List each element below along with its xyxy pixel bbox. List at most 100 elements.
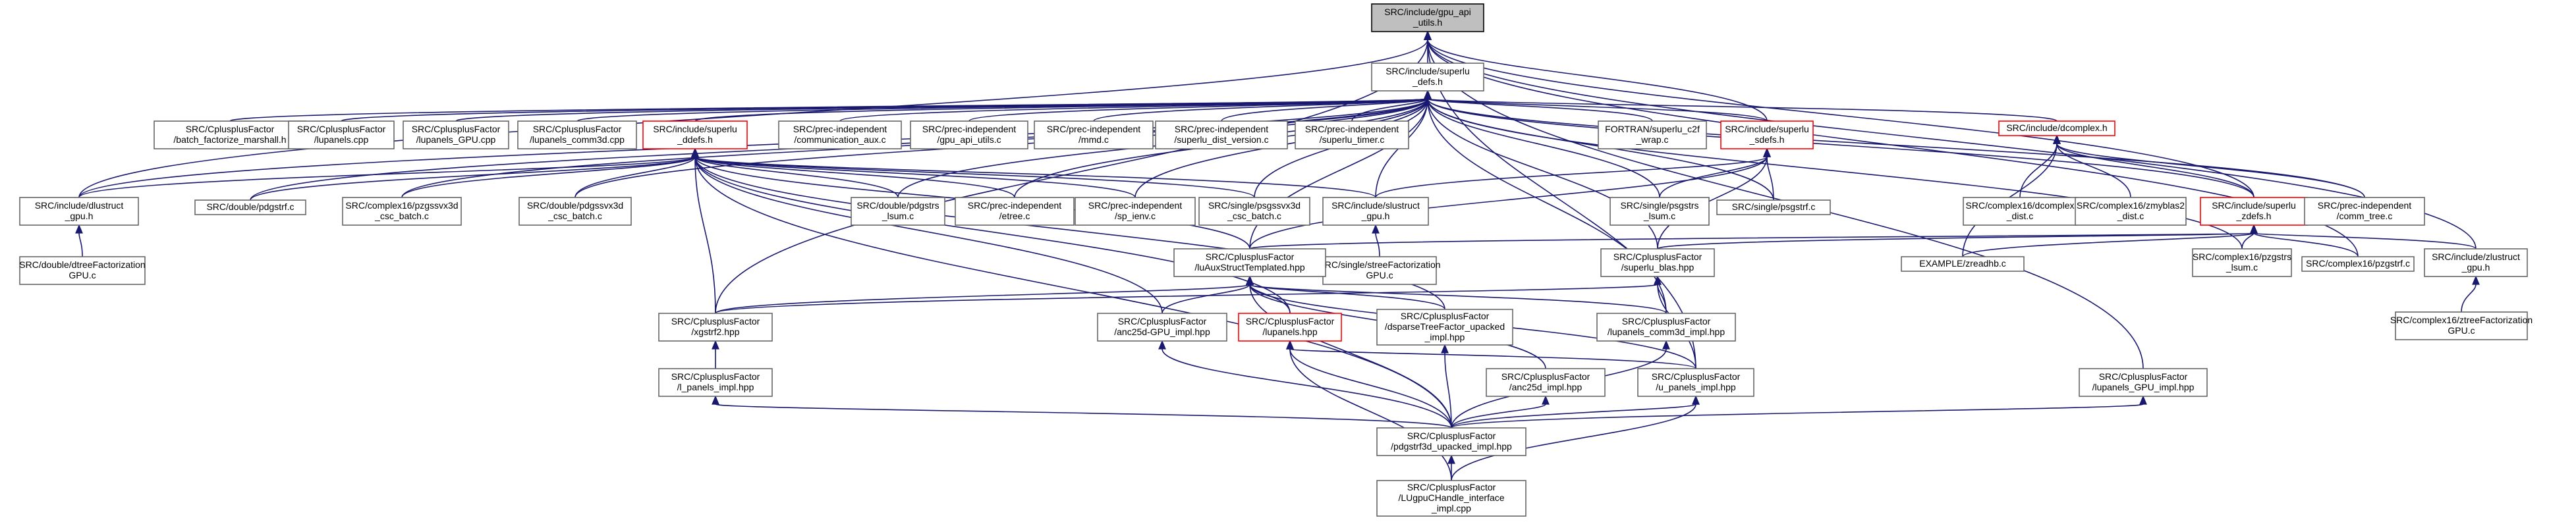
file-node-lupanels-hpp[interactable]: SRC/CplusplusFactor/lupanels.hpp xyxy=(1238,313,1342,342)
file-node-anc25d-impl[interactable]: SRC/CplusplusFactor/anc25d_impl.hpp xyxy=(1486,368,1606,397)
node-label-line: /lupanels_GPU_impl.hpp xyxy=(2092,382,2195,392)
file-nodes: SRC/include/gpu_api_utils.hSRC/include/s… xyxy=(19,3,2533,517)
file-node-pdgstrf-c[interactable]: SRC/double/pdgstrf.c xyxy=(194,199,306,215)
dependency-edge xyxy=(715,275,1254,314)
edge-line xyxy=(1427,98,1660,198)
dependency-edge xyxy=(75,224,83,257)
file-node-lupanels-cpp[interactable]: SRC/CplusplusFactor/lupanels.cpp xyxy=(288,120,395,149)
file-node-l-panels-impl[interactable]: SRC/CplusplusFactor/l_panels_impl.hpp xyxy=(658,368,773,397)
file-node-superlu-ddefs[interactable]: SRC/include/superlu_ddefs.h xyxy=(642,120,748,149)
node-box xyxy=(1998,120,2115,136)
file-node-lupanels-comm3d-impl[interactable]: SRC/CplusplusFactor/lupanels_comm3d_impl… xyxy=(1596,313,1736,342)
node-box xyxy=(518,197,632,226)
file-node-superlu-zdefs[interactable]: SRC/include/superlu_zdefs.h xyxy=(2200,197,2308,226)
file-node-lupanels-gpu-impl[interactable]: SRC/CplusplusFactor/lupanels_GPU_impl.hp… xyxy=(2079,368,2208,397)
dependency-edge xyxy=(1372,224,1380,257)
node-label-line: SRC/double/pdgstrf.c xyxy=(206,201,294,212)
file-node-pzgstrs-lsum[interactable]: SRC/complex16/pzgstrs_lsum.c xyxy=(2192,248,2292,277)
file-node-slustruct-gpu[interactable]: SRC/include/slustruct_gpu.h xyxy=(1322,197,1429,226)
edge-line xyxy=(1427,98,2254,198)
file-node-psgstrf-c[interactable]: SRC/single/psgstrf.c xyxy=(1716,199,1831,215)
file-node-superlu-blas[interactable]: SRC/CplusplusFactor/superlu_blas.hpp xyxy=(1600,248,1715,277)
file-node-sp-ienv[interactable]: SRC/prec-independent/sp_ienv.c xyxy=(1075,197,1196,226)
file-node-dsparse-tree[interactable]: SRC/CplusplusFactor/dsparseTreeFactor_up… xyxy=(1376,309,1513,346)
node-label-line: _lsum.c xyxy=(2226,262,2258,273)
file-node-dlustruct-gpu[interactable]: SRC/include/dlustruct_gpu.h xyxy=(19,197,139,226)
file-node-lupanels-comm3d-cpp[interactable]: SRC/CplusplusFactor/lupanels_comm3d.cpp xyxy=(517,120,637,149)
edge-line xyxy=(715,284,1250,314)
file-node-luauxstruct[interactable]: SRC/CplusplusFactor/luAuxStructTemplated… xyxy=(1173,248,1326,277)
edge-line xyxy=(1962,232,2254,257)
node-box xyxy=(1637,368,1754,397)
file-node-xgstrf2[interactable]: SRC/CplusplusFactor/xgstrf2.hpp xyxy=(658,313,773,342)
edge-line xyxy=(1351,98,1428,122)
edge-line xyxy=(694,156,1136,198)
file-node-gpu-api-utils-c[interactable]: SRC/prec-independent/gpu_api_utils.c xyxy=(910,120,1028,149)
edge-line xyxy=(715,404,1452,429)
node-box xyxy=(2395,311,2528,340)
node-label-line: SRC/include/superlu xyxy=(2212,200,2296,211)
file-node-pdgstrs-lsum[interactable]: SRC/double/pdgstrs_lsum.c xyxy=(851,197,945,226)
node-label-line: /batch_factorize_marshall.h xyxy=(173,134,286,145)
file-node-superlu-timer[interactable]: SRC/prec-independent/superlu_timer.c xyxy=(1295,120,1409,149)
edge-line xyxy=(694,156,1163,314)
edge-line xyxy=(341,98,1428,122)
file-node-comm-tree[interactable]: SRC/prec-independent/comm_tree.c xyxy=(2304,197,2425,226)
file-node-communication-aux[interactable]: SRC/prec-independent/communication_aux.c xyxy=(778,120,902,149)
file-node-anc25d-gpu[interactable]: SRC/CplusplusFactor/anc25d-GPU_impl.hpp xyxy=(1097,313,1227,342)
node-box xyxy=(1097,313,1227,342)
file-node-psgstrs-lsum[interactable]: SRC/single/psgstrs_lsum.c xyxy=(1610,197,1710,226)
edge-line xyxy=(694,156,1015,198)
file-node-example-zreadhb[interactable]: EXAMPLE/zreadhb.c xyxy=(1901,256,2025,272)
dependency-edge xyxy=(2053,134,2254,198)
file-node-superlu-dist-version[interactable]: SRC/prec-independent/superlu_dist_versio… xyxy=(1155,120,1288,149)
node-label-line: SRC/single/psgstrs xyxy=(1620,200,1698,211)
file-node-root[interactable]: SRC/include/gpu_api_utils.h xyxy=(1371,3,1484,32)
file-node-pdgstrf3d-upacked[interactable]: SRC/CplusplusFactor/pdgstrf3d_upacked_im… xyxy=(1376,427,1526,456)
node-box xyxy=(778,120,902,149)
node-box xyxy=(1963,197,2077,226)
node-label-line: /dsparseTreeFactor_upacked xyxy=(1385,321,1505,332)
node-label-line: SRC/include/dcomplex.h xyxy=(2006,122,2107,133)
file-node-u-panels-impl[interactable]: SRC/CplusplusFactor/u_panels_impl.hpp xyxy=(1637,368,1754,397)
file-node-superlu-sdefs[interactable]: SRC/include/superlu_sdefs.h xyxy=(1720,120,1814,149)
node-label-line: /comm_tree.c xyxy=(2337,211,2393,221)
file-node-pzdcomplex[interactable]: SRC/complex16/dcomplex_dist.c xyxy=(1963,197,2077,226)
node-box xyxy=(2079,368,2208,397)
node-label-line: SRC/prec-independent xyxy=(922,124,1017,134)
file-node-pdgssvx3d[interactable]: SRC/double/pdgssvx3d_csc_batch.c xyxy=(518,197,632,226)
node-label-line: GPU.c xyxy=(69,270,96,280)
file-node-etree-c[interactable]: SRC/prec-independent/etree.c xyxy=(955,197,1075,226)
file-node-lugpu-handle[interactable]: SRC/CplusplusFactor/LUgpuCHandle_interfa… xyxy=(1376,480,1526,517)
edge-line xyxy=(1451,404,1546,429)
file-node-superlu-defs[interactable]: SRC/include/superlu_defs.h xyxy=(1371,63,1484,92)
file-node-zlustruct-gpu[interactable]: SRC/include/zlustruct_gpu.h xyxy=(2424,248,2528,277)
edge-line xyxy=(2056,143,2254,198)
edge-line xyxy=(1249,284,1667,314)
file-node-zmyblas2[interactable]: SRC/complex16/zmyblas2_dist.c xyxy=(2075,197,2187,226)
file-node-pzgstrf-c[interactable]: SRC/complex16/pzgstrf.c xyxy=(2301,256,2415,272)
dependency-edge xyxy=(691,147,1376,198)
file-node-batch-factorize[interactable]: SRC/CplusplusFactor/batch_factorize_mars… xyxy=(154,120,306,149)
file-node-pzgssvx3d[interactable]: SRC/complex16/pzgssvx3d_csc_batch.c xyxy=(342,197,462,226)
edge-line xyxy=(694,156,1445,310)
node-box xyxy=(2301,256,2415,272)
file-node-dcomplex-h[interactable]: SRC/include/dcomplex.h xyxy=(1998,120,2115,136)
edge-line xyxy=(1427,98,2058,122)
node-box xyxy=(658,313,773,342)
file-node-mmd-c[interactable]: SRC/prec-independent/mmd.c xyxy=(1034,120,1154,149)
edge-line xyxy=(78,156,696,198)
node-label-line: /superlu_timer.c xyxy=(1320,134,1385,145)
edge-arrowhead xyxy=(1246,275,1254,285)
node-box xyxy=(1486,368,1606,397)
edge-line xyxy=(1657,232,2254,249)
node-label-line: _gpu.h xyxy=(1361,211,1390,221)
file-node-psgssvx3d[interactable]: SRC/single/psgssvx3d_csc_batch.c xyxy=(1198,197,1310,226)
file-node-lupanels-gpu-cpp[interactable]: SRC/CplusplusFactor/lupanels_GPU.cpp xyxy=(403,120,509,149)
file-node-fortran-wrap[interactable]: FORTRAN/superlu_c2f_wrap.c xyxy=(1598,120,1707,149)
edge-line xyxy=(1427,39,1768,122)
dependency-edge xyxy=(691,147,1136,198)
